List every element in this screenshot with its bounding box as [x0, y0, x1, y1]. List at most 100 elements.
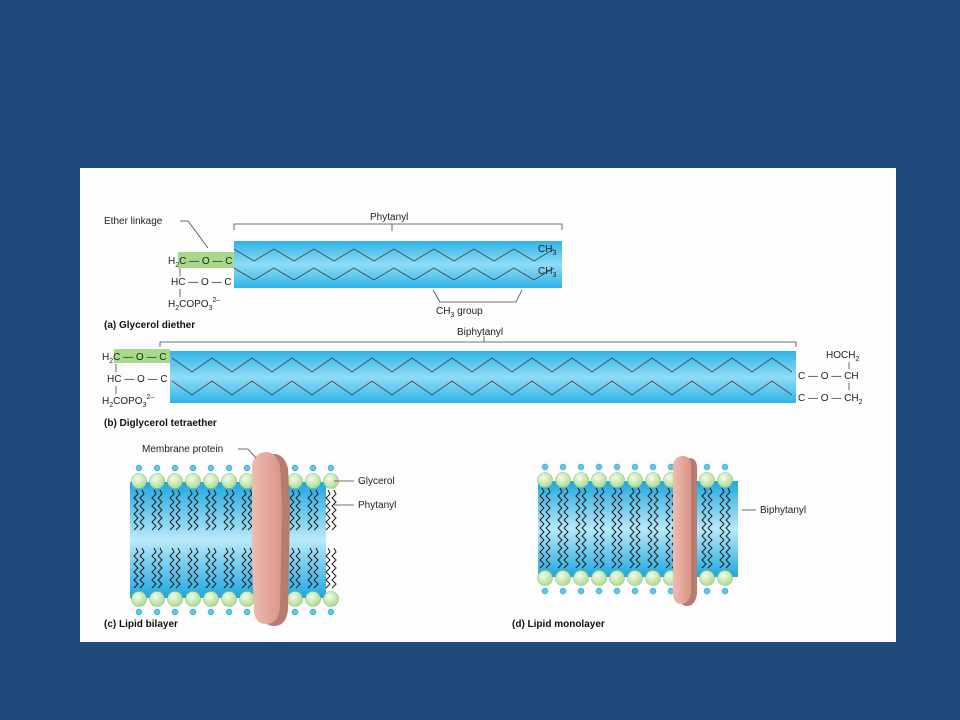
glycerol-bead: [149, 591, 165, 607]
bilayer-phytanyl-chains: [133, 489, 337, 589]
tetraether-right-row2: C — O — CH: [798, 371, 859, 382]
glycerol-bead: [645, 570, 661, 586]
panel-a: Ether linkage Phytanyl CH3 CH3 CH3 group…: [104, 212, 563, 331]
figure-panel: Ether linkage Phytanyl CH3 CH3 CH3 group…: [80, 168, 896, 642]
lipid-tail: [223, 489, 229, 531]
phosphate-dot: [631, 463, 639, 471]
glycerol-bead: [167, 473, 183, 489]
biphytanyl-zigzag-bottom: [171, 380, 793, 396]
lipid-tail: [539, 487, 545, 569]
lipid-tail: [611, 487, 617, 569]
glycerol-bead: [221, 473, 237, 489]
lipid-tail: [575, 487, 581, 569]
caption-a: (a) Glycerol diether: [104, 320, 195, 331]
glycerol-bead: [287, 591, 303, 607]
glycerol-bead: [203, 591, 219, 607]
glycerol-bead: [305, 473, 321, 489]
lipid-tail: [331, 547, 337, 589]
lipid-tail: [133, 547, 139, 589]
lipid-tail: [175, 489, 181, 531]
glycerol-bead: [185, 473, 201, 489]
phosphate-dot: [309, 608, 317, 616]
lipid-tail: [295, 547, 301, 589]
lipid-tail: [701, 487, 707, 569]
lipid-tail: [229, 547, 235, 589]
glycerol-bead: [645, 472, 661, 488]
glycerol-bead: [717, 472, 733, 488]
phosphate-dot: [595, 587, 603, 595]
glycerol-bead: [609, 570, 625, 586]
diether-row1: H2C — O — C: [168, 256, 232, 269]
glycerol-bead: [627, 472, 643, 488]
lipid-tail: [563, 487, 569, 569]
lipid-tail: [665, 487, 671, 569]
lipid-tail: [139, 547, 145, 589]
lipid-tail: [719, 487, 725, 569]
phytanyl-zigzag-bottom: [233, 267, 555, 281]
phosphate-dot: [207, 608, 215, 616]
phosphate-dot: [327, 608, 335, 616]
glycerol-bead: [555, 472, 571, 488]
lipid-tail: [313, 547, 319, 589]
biphytanyl-label: Biphytanyl: [457, 327, 503, 338]
phosphate-dot: [189, 608, 197, 616]
caption-c: (c) Lipid bilayer: [104, 619, 178, 630]
lipid-tail: [325, 489, 331, 531]
glycerol-bead: [555, 570, 571, 586]
lipid-tail: [647, 487, 653, 569]
phosphate-dot: [327, 464, 335, 472]
lipid-tail: [635, 487, 641, 569]
phosphate-dot: [649, 463, 657, 471]
lipid-tail: [653, 487, 659, 569]
phosphate-dot: [559, 587, 567, 595]
tetraether-left-row1: H2C — O — C: [102, 352, 166, 365]
ether-linkage-highlight: [178, 252, 234, 268]
monolayer-membrane-body: [538, 481, 738, 577]
phosphate-dot: [153, 608, 161, 616]
lipid-tail: [187, 489, 193, 531]
glycerol-bead: [323, 591, 339, 607]
glycerol-bead: [537, 570, 553, 586]
lipid-tail: [313, 489, 319, 531]
lipid-tail: [205, 547, 211, 589]
panel-c: Membrane protein Glycerol Phytanyl (c) L…: [104, 444, 396, 630]
glycerol-bead: [167, 591, 183, 607]
lipid-tail: [247, 547, 253, 589]
ch3-top-label: CH3: [538, 244, 556, 257]
phosphate-dot: [559, 463, 567, 471]
caption-b: (b) Diglycerol tetraether: [104, 418, 217, 429]
glycerol-bead: [149, 473, 165, 489]
lipid-tail: [295, 489, 301, 531]
ether-linkage-label: Ether linkage: [104, 216, 163, 227]
lipid-tail: [151, 489, 157, 531]
archaeal-lipids-diagram: Ether linkage Phytanyl CH3 CH3 CH3 group…: [102, 212, 863, 630]
phosphate-dot: [171, 608, 179, 616]
lipid-tail: [707, 487, 713, 569]
phosphate-dot: [541, 463, 549, 471]
phosphate-dot: [153, 464, 161, 472]
phosphate-dot: [703, 463, 711, 471]
phosphate-dot: [291, 464, 299, 472]
phosphate-dot: [225, 608, 233, 616]
phosphate-dot: [135, 608, 143, 616]
biphytanyl-zigzag-top: [171, 357, 793, 373]
biphytanyl-chain-bar: [170, 351, 796, 403]
monolayer-membrane-protein: [673, 456, 691, 604]
phosphate-dot: [703, 587, 711, 595]
glycerol-bead: [627, 570, 643, 586]
glycerol-bead: [203, 473, 219, 489]
glycerol-bead: [287, 473, 303, 489]
tetraether-right-top: HOCH2: [826, 350, 859, 363]
phosphate-dot: [189, 464, 197, 472]
biphytanyl-label-d: Biphytanyl: [760, 505, 806, 516]
glycerol-bead: [717, 570, 733, 586]
membrane-protein: [252, 452, 282, 624]
tetraether-right-row3: C — O — CH2: [798, 393, 863, 406]
phytanyl-label: Phytanyl: [370, 212, 408, 223]
ch3-bottom-label: CH3: [538, 266, 556, 279]
monolayer-glycerol-heads: [537, 463, 733, 595]
phosphate-dot: [577, 587, 585, 595]
lipid-tail: [593, 487, 599, 569]
phosphate-dot: [595, 463, 603, 471]
phytanyl-label-c: Phytanyl: [358, 500, 396, 511]
